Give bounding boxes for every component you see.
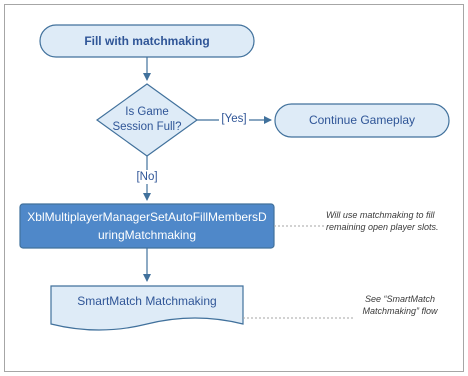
continue-terminator [274,103,450,138]
start-label: Fill with matchmaking [84,33,210,48]
document-label: SmartMatch Matchmaking [77,293,217,308]
decision-label: Is Game Session Full? [112,106,182,133]
process-note: Will use matchmaking to fill remaining o… [326,210,439,232]
document-shape [50,285,244,331]
edge-label-no: [No] [132,170,162,184]
decision-diamond [95,83,199,157]
start-terminator [39,24,255,58]
continue-label: Continue Gameplay [308,113,416,127]
edge-label-yes: [Yes] [219,112,249,126]
process-label: XblMultiplayerManagerSetAutoFillMembersD… [27,210,267,242]
document-note: See “SmartMatch Matchmaking” flow [362,294,438,316]
